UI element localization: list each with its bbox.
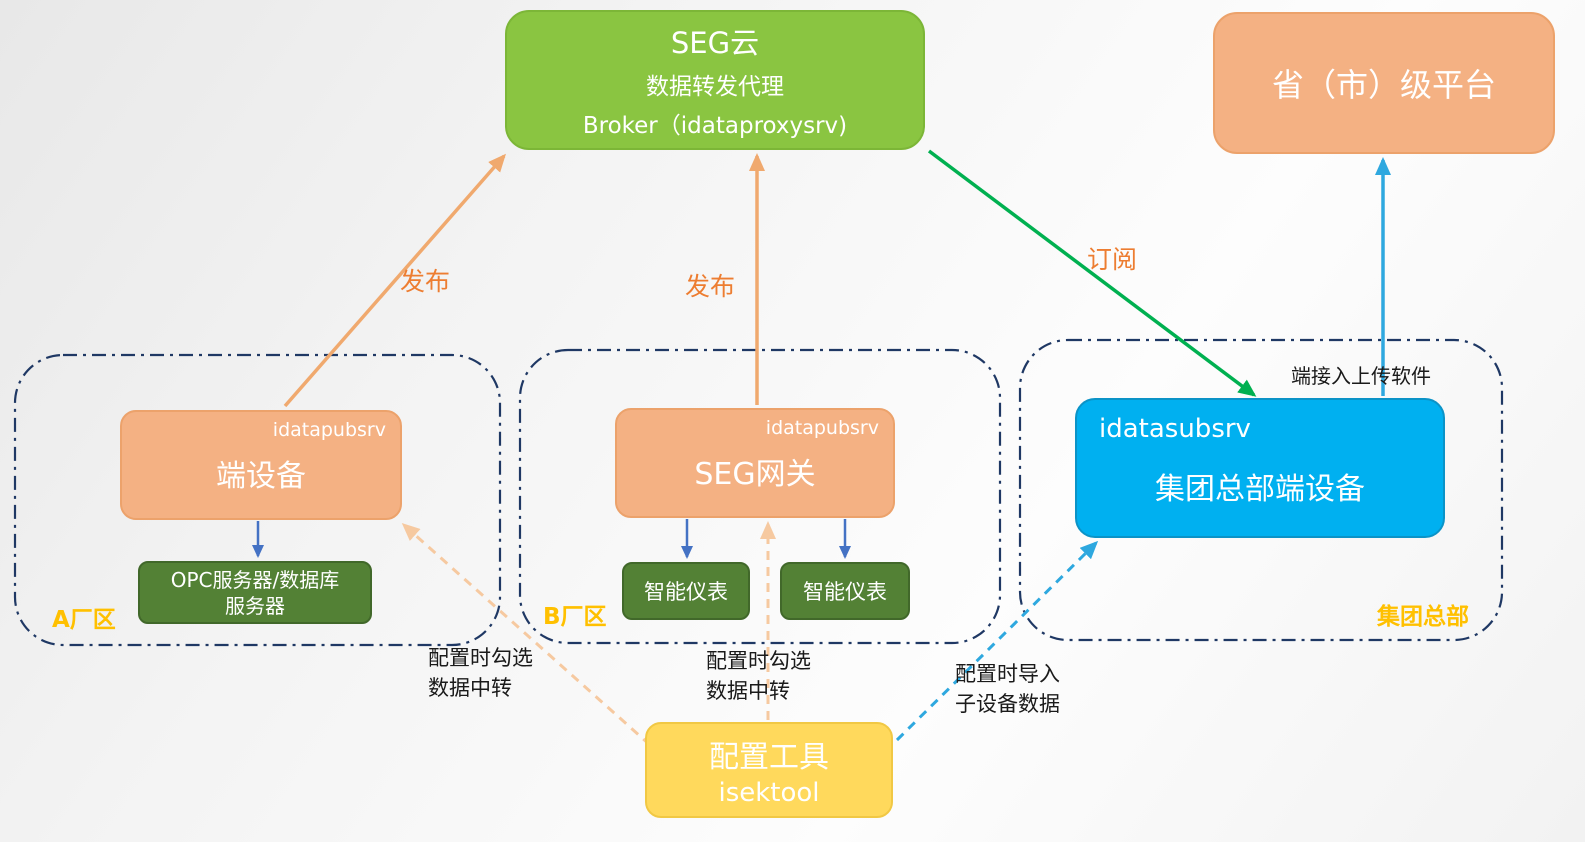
config-note-b-line2: 数据中转 — [706, 678, 790, 703]
opc-server-label-line1: OPC服务器/数据库 — [170, 567, 340, 592]
opc-server-box: OPC服务器/数据库 服务器 — [138, 561, 372, 624]
seg-gateway-box: idatapubsrv SEG网关 — [615, 408, 895, 518]
zone-a-label: A厂区 — [52, 607, 116, 633]
seg-cloud-title: SEG云 — [670, 26, 760, 60]
config-tool-name: isektool — [718, 778, 820, 808]
config-note-a-line2: 数据中转 — [428, 675, 512, 700]
subscribe-label: 订阅 — [1087, 245, 1138, 274]
hq-device-service-tag: idatasubsrv — [1099, 414, 1251, 444]
zone-b-label: B厂区 — [543, 604, 607, 630]
seg-cloud-broker-label: Broker（idataproxysrv) — [582, 113, 848, 139]
smart-meter-box-2: 智能仪表 — [780, 562, 910, 620]
publish-arrow-a — [283, 153, 506, 408]
config-note-a: 配置时勾选 数据中转 — [428, 644, 533, 704]
hq-device-box: idatasubsrv 集团总部端设备 — [1075, 398, 1445, 538]
zone-hq-label: 集团总部 — [1377, 604, 1469, 630]
config-note-hq: 配置时导入 子设备数据 — [955, 660, 1060, 720]
config-note-b: 配置时勾选 数据中转 — [706, 647, 811, 707]
config-tool-box: 配置工具 isektool — [645, 722, 893, 818]
hq-device-label: 集团总部端设备 — [1155, 472, 1365, 507]
upload-software-note: 端接入上传软件 — [1291, 364, 1431, 388]
publish-label-a: 发布 — [400, 267, 451, 296]
publish-label-b: 发布 — [685, 272, 736, 301]
seg-cloud-box: SEG云 数据转发代理 Broker（idataproxysrv) — [505, 10, 925, 150]
edge-device-box: idatapubsrv 端设备 — [120, 410, 402, 520]
config-note-hq-line2: 子设备数据 — [955, 691, 1060, 716]
edge-device-label: 端设备 — [216, 459, 306, 494]
province-platform-box: 省（市）级平台 — [1213, 12, 1555, 154]
smart-meter-box-1: 智能仪表 — [622, 562, 750, 620]
seg-cloud-subtitle: 数据转发代理 — [646, 74, 784, 100]
config-arrow-edge-device — [401, 523, 651, 747]
opc-server-label-line2: 服务器 — [225, 593, 285, 618]
edge-device-service-tag: idatapubsrv — [272, 419, 386, 441]
province-platform-label: 省（市）级平台 — [1271, 66, 1496, 104]
smart-meter-label-2: 智能仪表 — [803, 580, 887, 604]
config-note-a-line1: 配置时勾选 — [428, 646, 533, 670]
seg-gateway-label: SEG网关 — [694, 457, 816, 492]
smart-meter-label-1: 智能仪表 — [644, 580, 728, 604]
seg-gateway-service-tag: idatapubsrv — [765, 417, 879, 439]
config-note-hq-line1: 配置时导入 — [955, 662, 1060, 686]
config-note-b-line1: 配置时勾选 — [706, 649, 811, 673]
config-tool-label: 配置工具 — [709, 740, 829, 775]
